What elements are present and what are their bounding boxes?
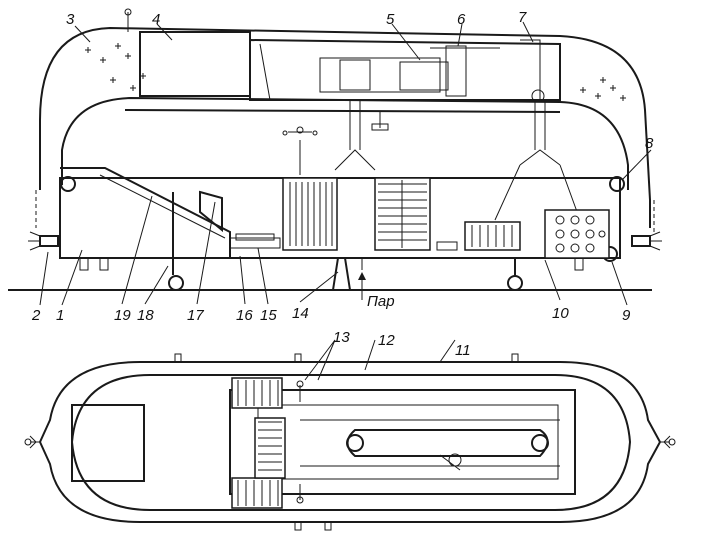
chamber-box [139,31,251,97]
roller-right [609,176,625,192]
chute [60,167,231,258]
callout-10: 10 [552,305,569,322]
plan-inner-shell [70,374,632,511]
callout-15: 15 [260,307,277,324]
callout-12: 12 [378,332,395,349]
side-elevation: 1 2 3 4 5 6 7 8 9 10 14 15 16 17 18 19 П… [8,8,662,324]
tank-body [59,177,621,259]
hood-outer [39,26,651,228]
callout-18: 18 [137,307,154,324]
basket-middle [374,177,431,251]
callout-7: 7 [518,9,527,26]
callout-8: 8 [645,135,654,152]
perforated-plate [544,209,610,259]
callout-9: 9 [622,307,631,324]
steam-label: Пар [367,293,395,310]
plan-view: 11 12 13 [24,329,676,531]
roller-left [60,176,76,192]
callout-19: 19 [114,307,131,324]
steam-arrow [358,272,366,300]
callout-13: 13 [333,329,350,346]
plan-outer-shell [38,361,662,523]
callout-5: 5 [386,11,395,28]
callout-11: 11 [455,342,471,359]
callout-14: 14 [292,305,309,322]
callout-17: 17 [187,307,204,324]
basket-left [282,177,338,251]
callout-4: 4 [152,11,160,28]
callout-1: 1 [56,307,64,324]
insulation-marks [85,43,626,101]
callout-3: 3 [66,11,75,28]
motor [399,61,449,91]
callout-16: 16 [236,307,253,324]
callout-6: 6 [457,11,466,28]
leader-lines [39,21,652,306]
basket-right [464,221,521,251]
callout-2: 2 [31,307,41,324]
